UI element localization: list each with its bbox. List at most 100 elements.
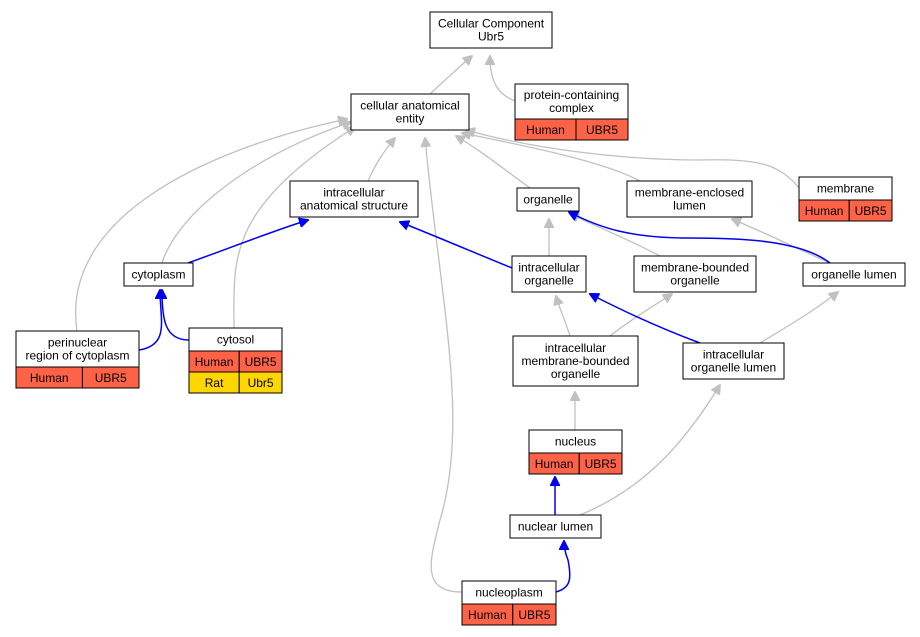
node-box xyxy=(802,262,906,287)
node-label: organelle xyxy=(670,274,720,288)
edge-cytoplasm-ias xyxy=(187,220,308,264)
node-box xyxy=(512,335,639,387)
node-box xyxy=(15,330,140,368)
edge-cae-root xyxy=(429,56,472,95)
nodes: Cellular ComponentUbr5protein-containing… xyxy=(15,11,906,626)
node-label: organelle xyxy=(551,367,601,381)
node-box xyxy=(516,187,580,212)
edge-iol-io xyxy=(590,294,701,344)
edge-perinuclear-cae xyxy=(74,119,347,332)
edge-mel-cae xyxy=(462,133,641,182)
node-box xyxy=(429,11,553,49)
annotation-row-human: Human UBR5 xyxy=(798,199,893,222)
node-label: region of cytoplasm xyxy=(25,349,129,363)
node-box xyxy=(633,255,757,293)
node-cytoplasm[interactable]: cytoplasm xyxy=(123,262,194,287)
species-label: Rat xyxy=(205,376,224,390)
edge-perinuclear-cytoplasm xyxy=(138,290,162,351)
node-label: protein-containing xyxy=(524,88,619,102)
node-label: Ubr5 xyxy=(478,30,504,44)
node-label: intracellular xyxy=(518,261,579,275)
node-label: nuclear lumen xyxy=(518,520,593,534)
edge-cytosol-cae xyxy=(233,127,355,329)
edge-olumen-mel xyxy=(732,219,831,264)
node-label: intracellular xyxy=(323,186,384,200)
edge-ias-cae xyxy=(367,138,395,182)
node-box xyxy=(626,180,753,218)
species-label: Human xyxy=(805,204,844,218)
node-label: membrane-bounded xyxy=(521,354,629,368)
node-organelle[interactable]: organelle xyxy=(516,187,580,212)
annotation-row-rat: Rat Ubr5 xyxy=(188,371,283,394)
node-box xyxy=(511,255,587,293)
node-label: complex xyxy=(549,101,594,115)
node-box xyxy=(123,262,194,287)
species-label: Human xyxy=(195,355,234,369)
gene-cell xyxy=(81,366,140,389)
edge-iol-olumen xyxy=(759,292,838,344)
node-label: cellular anatomical xyxy=(360,99,459,113)
node-label: entity xyxy=(396,112,425,126)
node-label: cytoplasm xyxy=(131,268,185,282)
edge-io-ias xyxy=(400,222,513,269)
node-label: perinuclear xyxy=(48,336,107,350)
gene-cell xyxy=(578,452,623,475)
species-label: Human xyxy=(526,123,565,137)
node-box xyxy=(509,514,602,539)
edge-mbo-organelle xyxy=(570,214,661,257)
node-label: Cellular Component xyxy=(438,17,545,31)
node-nlumen[interactable]: nuclear lumen xyxy=(509,514,602,539)
edge-imbo-io xyxy=(556,296,571,337)
node-label: membrane-enclosed xyxy=(635,186,744,200)
gene-cell xyxy=(512,603,557,626)
gene-label: Ubr5 xyxy=(248,376,274,390)
gene-label: UBR5 xyxy=(95,371,127,385)
edge-nucleoplasm-cae xyxy=(425,138,463,593)
node-label: anatomical structure xyxy=(300,199,408,213)
node-label: lumen xyxy=(673,199,706,213)
node-label: organelle lumen xyxy=(691,361,776,375)
gene-label: UBR5 xyxy=(855,204,887,218)
node-box xyxy=(350,93,470,131)
edge-imbo-mbo xyxy=(609,294,672,337)
annotation-row-human: Human UBR5 xyxy=(514,118,629,141)
edge-nlumen-iol xyxy=(579,385,720,516)
edge-membrane-cae xyxy=(466,130,800,189)
edge-olumen-organelle xyxy=(569,212,831,264)
node-box xyxy=(682,342,785,380)
node-label: intracellular xyxy=(703,348,764,362)
edge-organelle-cae xyxy=(456,136,531,189)
species-label: Human xyxy=(30,371,69,385)
edge-complex-root xyxy=(490,56,516,102)
edge-cytosol-cytoplasm xyxy=(162,290,190,341)
edges xyxy=(74,56,838,593)
annotation-row-human: Human UBR5 xyxy=(15,366,140,389)
node-label: intracellular xyxy=(545,341,606,355)
species-label: Human xyxy=(535,457,574,471)
node-olumen[interactable]: organelle lumen xyxy=(802,262,906,287)
node-label: organelle lumen xyxy=(811,268,896,282)
node-label: nucleus xyxy=(555,435,596,449)
node-label: cytosol xyxy=(217,333,254,347)
node-box xyxy=(289,180,419,218)
gene-cell xyxy=(848,199,893,222)
node-label: membrane-bounded xyxy=(641,261,749,275)
gene-label: UBR5 xyxy=(586,123,618,137)
